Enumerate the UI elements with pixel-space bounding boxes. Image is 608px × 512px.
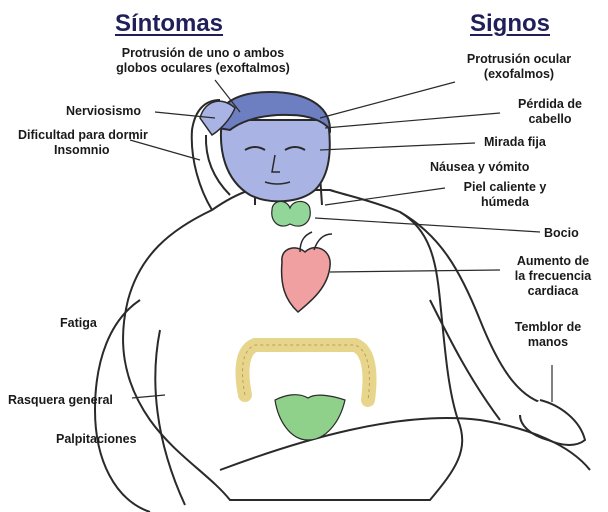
sign-heart-rate: Aumento de la frecuencia cardiaca bbox=[500, 254, 606, 299]
symptom-itching: Rasquera general bbox=[8, 393, 113, 408]
sign-nausea: Náusea y vómito bbox=[430, 160, 529, 175]
sign-hand-tremor-line2: manos bbox=[498, 335, 598, 350]
symptom-insomnia: Dificultad para dormir Insomnio bbox=[18, 128, 148, 158]
symptom-fatigue: Fatiga bbox=[60, 316, 97, 331]
right-hand bbox=[520, 400, 585, 445]
thyroid-gland bbox=[272, 201, 311, 226]
sign-goiter: Bocio bbox=[544, 226, 579, 241]
symptom-exophthalmos-line1: Protrusión de uno o ambos bbox=[88, 46, 318, 61]
symptom-insomnia-line2: Insomnio bbox=[18, 143, 148, 158]
sign-hand-tremor: Temblor de manos bbox=[498, 320, 598, 350]
symptoms-heading: Síntomas bbox=[115, 10, 223, 38]
symptom-palpitations: Palpitaciones bbox=[56, 432, 137, 447]
symptom-nervousness: Nerviosismo bbox=[66, 104, 141, 119]
sign-heart-rate-line1: Aumento de bbox=[500, 254, 606, 269]
symptom-exophthalmos-line2: globos oculares (exoftalmos) bbox=[88, 61, 318, 76]
sign-hand-tremor-line1: Temblor de bbox=[498, 320, 598, 335]
sign-fixed-stare: Mirada fija bbox=[484, 135, 546, 150]
sign-heart-rate-line3: cardiaca bbox=[500, 284, 606, 299]
sign-hair-loss-line2: cabello bbox=[500, 112, 600, 127]
sign-warm-skin: Piel caliente y húmeda bbox=[440, 180, 570, 210]
sign-ocular-protrusion-line2: (exofalmos) bbox=[444, 67, 594, 82]
face bbox=[221, 120, 330, 201]
sign-heart-rate-line2: la frecuencia bbox=[500, 269, 606, 284]
sign-warm-skin-line1: Piel caliente y bbox=[440, 180, 570, 195]
sign-warm-skin-line2: húmeda bbox=[440, 195, 570, 210]
sign-ocular-protrusion: Protrusión ocular (exofalmos) bbox=[444, 52, 594, 82]
signs-heading: Signos bbox=[470, 10, 550, 38]
symptom-exophthalmos: Protrusión de uno o ambos globos oculare… bbox=[88, 46, 318, 76]
sign-hair-loss-line1: Pérdida de bbox=[500, 97, 600, 112]
sign-ocular-protrusion-line1: Protrusión ocular bbox=[444, 52, 594, 67]
symptom-insomnia-line1: Dificultad para dormir bbox=[18, 128, 148, 143]
sign-hair-loss: Pérdida de cabello bbox=[500, 97, 600, 127]
